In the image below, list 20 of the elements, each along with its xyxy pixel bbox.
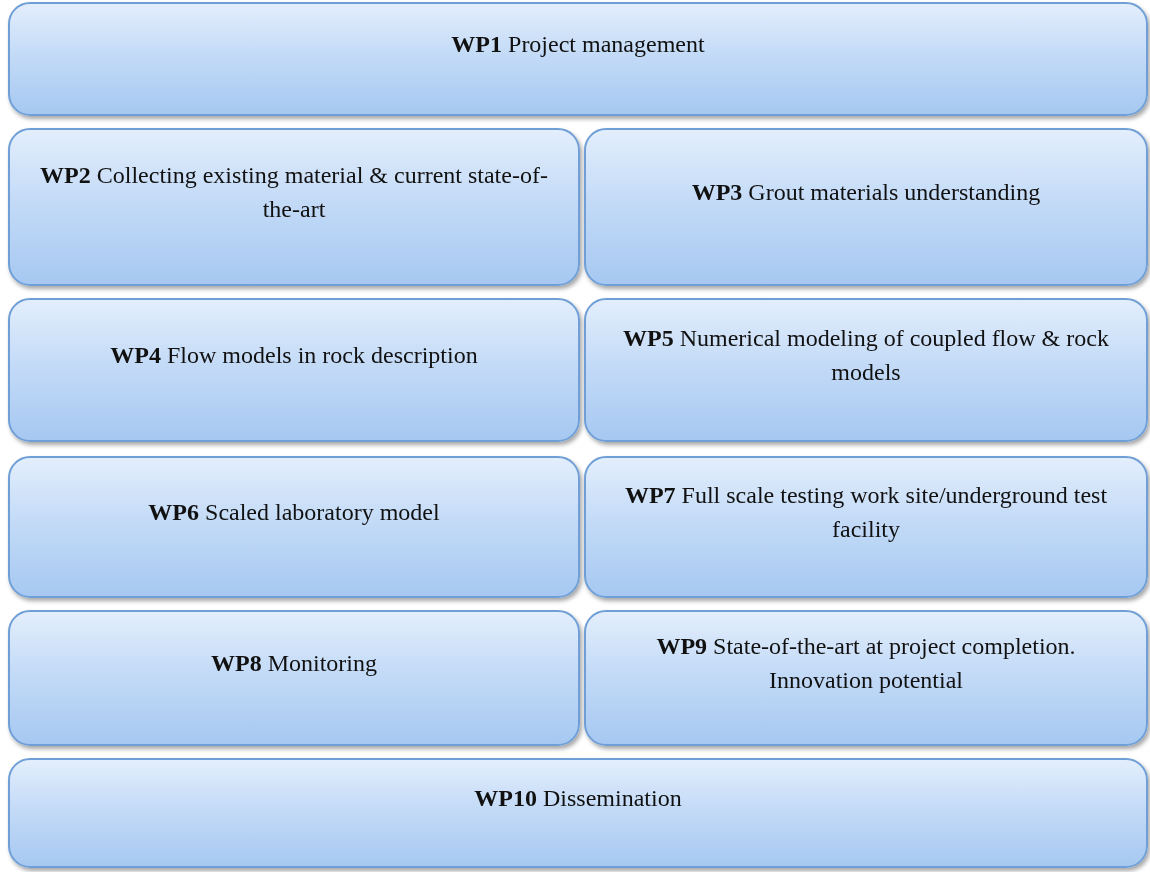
work-package-title: WP9 State-of-the-art at project completion. Innovation potential: [655, 632, 1077, 695]
work-package-title: WP10 Dissemination: [474, 784, 682, 813]
work-package-title: WP6 Scaled laboratory model: [148, 498, 440, 527]
work-package-box: [8, 758, 1148, 868]
work-package-title: WP2 Collecting existing material & current state-of-the-art: [40, 161, 548, 224]
work-package-box: [584, 610, 1148, 746]
work-package-title: WP4 Flow models in rock description: [110, 341, 478, 370]
work-package-box: [8, 2, 1148, 116]
work-package-box: [8, 128, 580, 286]
work-package-title: WP3 Grout materials understanding: [691, 178, 1041, 207]
work-package-box: [584, 128, 1148, 286]
work-package-title: WP5 Numerical modeling of coupled flow & rock models: [622, 324, 1110, 387]
work-package-box: [584, 456, 1148, 598]
work-package-box: [584, 298, 1148, 442]
work-package-box: [8, 298, 580, 442]
work-package-title: WP7 Full scale testing work site/underground test facility: [623, 481, 1109, 544]
work-package-box: [8, 456, 580, 598]
work-package-title: WP1 Project management: [451, 30, 705, 59]
work-package-title: WP8 Monitoring: [211, 649, 377, 678]
work-package-box: [8, 610, 580, 746]
